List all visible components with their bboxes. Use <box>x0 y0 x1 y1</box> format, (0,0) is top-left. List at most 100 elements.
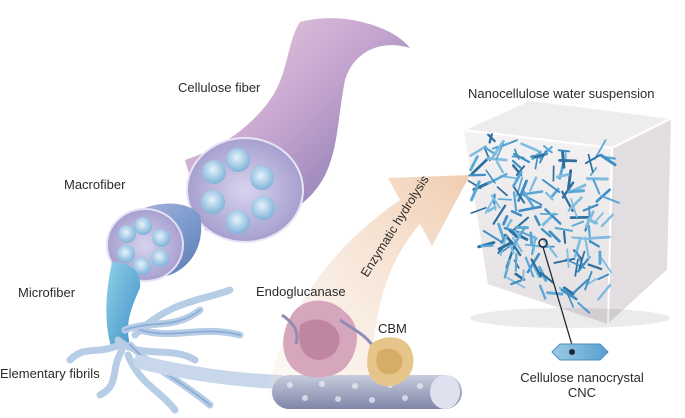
nanofiber-strand <box>540 227 552 238</box>
nanofiber-strand <box>542 179 561 193</box>
label-microfiber: Microfiber <box>18 285 76 300</box>
nanofiber-strand <box>497 245 505 255</box>
cnc-crystal-marker <box>569 349 575 355</box>
nanofiber-strand <box>513 230 522 239</box>
nanofiber-strand <box>470 158 489 176</box>
elementary-fibrils-tangle <box>66 286 244 414</box>
label-cnc-line1: Cellulose nanocrystal <box>520 370 644 385</box>
nanofiber-strand <box>595 188 612 203</box>
nanofiber-strand <box>544 208 562 225</box>
nanofiber-strand <box>578 250 586 270</box>
nanofiber-strand <box>561 181 575 199</box>
cellulose-rod-cap <box>430 375 460 409</box>
nanofiber-strand <box>490 194 501 209</box>
nanofiber-strand <box>503 226 520 233</box>
nanofiber-strand <box>600 257 613 274</box>
nanofiber-strand <box>533 153 546 159</box>
label-cellulose-fiber: Cellulose fiber <box>178 80 261 95</box>
nanofiber-strand <box>600 195 620 204</box>
nanofiber-strand <box>562 286 575 296</box>
nanofiber-strand <box>539 150 547 164</box>
nanofiber-strand <box>587 263 603 271</box>
cube-shadow <box>470 308 670 328</box>
nanofiber-strand <box>512 191 518 212</box>
nanofiber-strand <box>587 153 594 173</box>
nanofiber-strand <box>518 205 542 213</box>
label-cnc: Cellulose nanocrystal CNC <box>512 370 652 400</box>
cnc-crystal <box>551 343 609 361</box>
nanofiber-strand <box>495 143 505 161</box>
nanofiber-strand <box>503 259 511 279</box>
nanofiber-strand <box>572 279 589 294</box>
nanofiber-strand <box>542 238 558 258</box>
nanofiber-strand <box>562 230 567 244</box>
nanofiber-strand <box>558 159 578 163</box>
nanofiber-strand <box>482 230 504 244</box>
nanofiber-strand <box>524 256 535 278</box>
nanofiber-strand <box>533 215 541 227</box>
nanofiber-strand <box>582 203 599 212</box>
label-cbm: CBM <box>378 321 407 336</box>
nanofiber-strand <box>530 258 543 278</box>
nanofiber-strand <box>566 169 573 191</box>
nanofiber-strand <box>548 230 561 243</box>
nanofiber-strand <box>510 279 523 286</box>
nanofiber-strand <box>485 169 496 184</box>
nanofiber-strand <box>584 154 601 165</box>
microfiber-shape <box>106 262 141 350</box>
nanofiber-strand <box>594 139 607 160</box>
nanofiber-strand <box>577 301 591 314</box>
nanofiber-strand <box>567 189 585 194</box>
nanofiber-strand <box>567 196 583 212</box>
cnc-pointer-line <box>542 246 573 346</box>
nanofiber-strand <box>529 231 534 247</box>
nanofiber-strand <box>514 253 518 272</box>
nanofiber-strand <box>486 173 508 185</box>
nanofiber-strand <box>591 235 611 240</box>
cellulose-fiber-bundles <box>201 148 275 234</box>
nanofiber-strand <box>599 153 617 167</box>
cbm-module <box>367 337 414 386</box>
nanofiber-strand <box>486 205 497 213</box>
nanofiber-strand <box>504 218 513 231</box>
nanofiber-strand <box>571 220 585 227</box>
nanofiber-strand <box>560 288 578 301</box>
nanofiber-strand <box>543 145 553 154</box>
nanofiber-strand <box>488 133 493 144</box>
label-endoglucanase: Endoglucanase <box>256 284 346 299</box>
nanofiber-strand <box>597 283 612 301</box>
nanofiber-strand <box>469 155 479 172</box>
nanofiber-strand <box>539 271 554 284</box>
nanofiber-strand <box>588 240 600 248</box>
nanofiber-strand <box>512 170 523 188</box>
nanofiber-strand <box>573 236 582 258</box>
nanofiber-strand <box>496 186 508 197</box>
label-cnc-line2: CNC <box>567 385 597 400</box>
nanofiber-strand <box>589 166 598 177</box>
nanofiber-strand <box>492 204 507 225</box>
nanofiber-strand <box>507 228 519 240</box>
nanofiber-strand <box>576 251 585 268</box>
nanofiber-strand <box>515 165 526 176</box>
nanofiber-strand <box>512 152 531 164</box>
nanofiber-strand <box>592 178 601 195</box>
nanofiber-strand <box>553 257 576 264</box>
nanofiber-strand <box>538 284 547 300</box>
nanofiber-strand <box>470 206 487 214</box>
endoglucanase-enzyme <box>281 300 374 378</box>
nanofiber-strand <box>502 215 509 226</box>
nanofiber-strand <box>532 264 541 279</box>
label-macrofiber: Macrofiber <box>64 177 126 192</box>
nanofiber-strand <box>511 159 522 169</box>
nanofiber-strand <box>495 160 505 174</box>
nanofiber-strand <box>512 184 526 204</box>
nanofiber-strand <box>597 273 610 281</box>
label-elementary-fibrils: Elementary fibrils <box>0 366 100 381</box>
nanofiber-strand <box>554 226 573 232</box>
nanofiber-strand <box>520 142 540 153</box>
nanofiber-strand <box>491 139 505 159</box>
nanofiber-strand <box>497 198 513 201</box>
nanofiber-strand <box>574 258 579 277</box>
nanofiber-strand <box>557 149 571 153</box>
